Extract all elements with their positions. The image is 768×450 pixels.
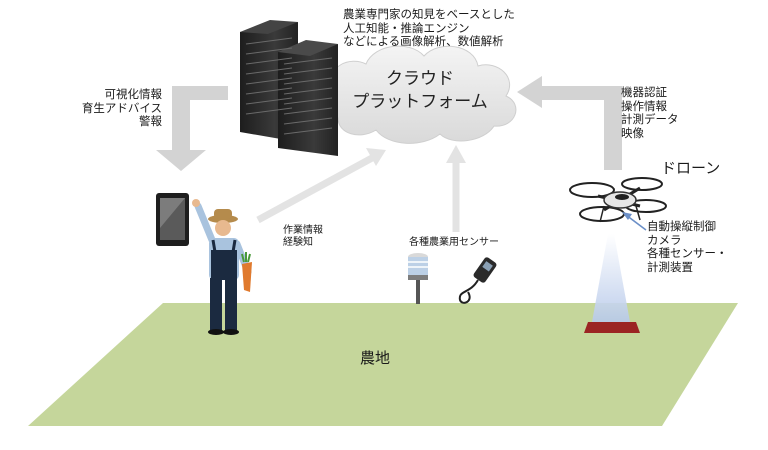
ai-line-2: 人工知能・推論エンジン: [343, 20, 470, 35]
device-line-4: 映像: [621, 125, 644, 140]
ai-line-3: などによる画像解析、数値解析: [343, 34, 504, 49]
cloud-label: クラウドプラットフォーム: [340, 68, 500, 114]
sensor-arrow: [446, 145, 466, 232]
farmer-icon: [192, 199, 252, 335]
drone-icon: [569, 177, 667, 223]
cloud-label-line-1: クラウド: [386, 69, 454, 89]
device-line-2: 操作情報: [621, 98, 667, 113]
device-line-3: 計測データ: [621, 112, 679, 127]
drone-feature-3: 各種センサー・: [647, 246, 728, 261]
drone-feature-2: カメラ: [647, 232, 682, 247]
field: [28, 303, 738, 426]
drone-features-text: 自動操縦制御カメラ各種センサー・計測装置: [647, 219, 728, 274]
farmer-feedback-text: 可視化情報育生アドバイス警報: [52, 87, 163, 129]
drone-feature-arrow: [622, 212, 647, 231]
ai-analysis-text: 農業専門家の知見をベースとした人工知能・推論エンジンなどによる画像解析、数値解析: [343, 7, 515, 49]
cloud-label-line-2: プラットフォーム: [352, 91, 488, 112]
work-line-2: 経験知: [283, 236, 313, 248]
drone-feature-1: 自動操縦制御: [647, 219, 716, 233]
feedback-line-2: 育生アドバイス: [81, 100, 162, 115]
device-data-text: 機器認証操作情報計測データ映像: [621, 85, 679, 140]
feedback-arrow: [156, 86, 228, 171]
drone-label: ドローン: [661, 159, 721, 177]
field-label: 農地: [360, 349, 391, 367]
drone-feature-4: 計測装置: [647, 259, 693, 274]
sensor-label: 各種農業用センサー: [409, 237, 499, 248]
work-info-arrow: [256, 148, 386, 224]
device-data-arrow: [517, 76, 622, 170]
soil-sensor-icon: [408, 253, 428, 304]
feedback-line-1: 可視化情報: [104, 87, 163, 101]
drone-target: [584, 322, 640, 333]
work-line-1: 作業情報: [283, 225, 323, 236]
handheld-sensor-icon: [458, 257, 497, 304]
device-line-1: 機器認証: [621, 85, 667, 99]
feedback-line-3: 警報: [139, 114, 162, 129]
ai-line-1: 農業専門家の知見をベースとした: [343, 7, 515, 21]
tablet-icon: [156, 193, 189, 246]
drone-beam: [592, 234, 630, 322]
cloud-icon: [319, 45, 517, 144]
server-rack-icon: [240, 20, 338, 156]
work-info-text: 作業情報経験知: [283, 225, 323, 249]
